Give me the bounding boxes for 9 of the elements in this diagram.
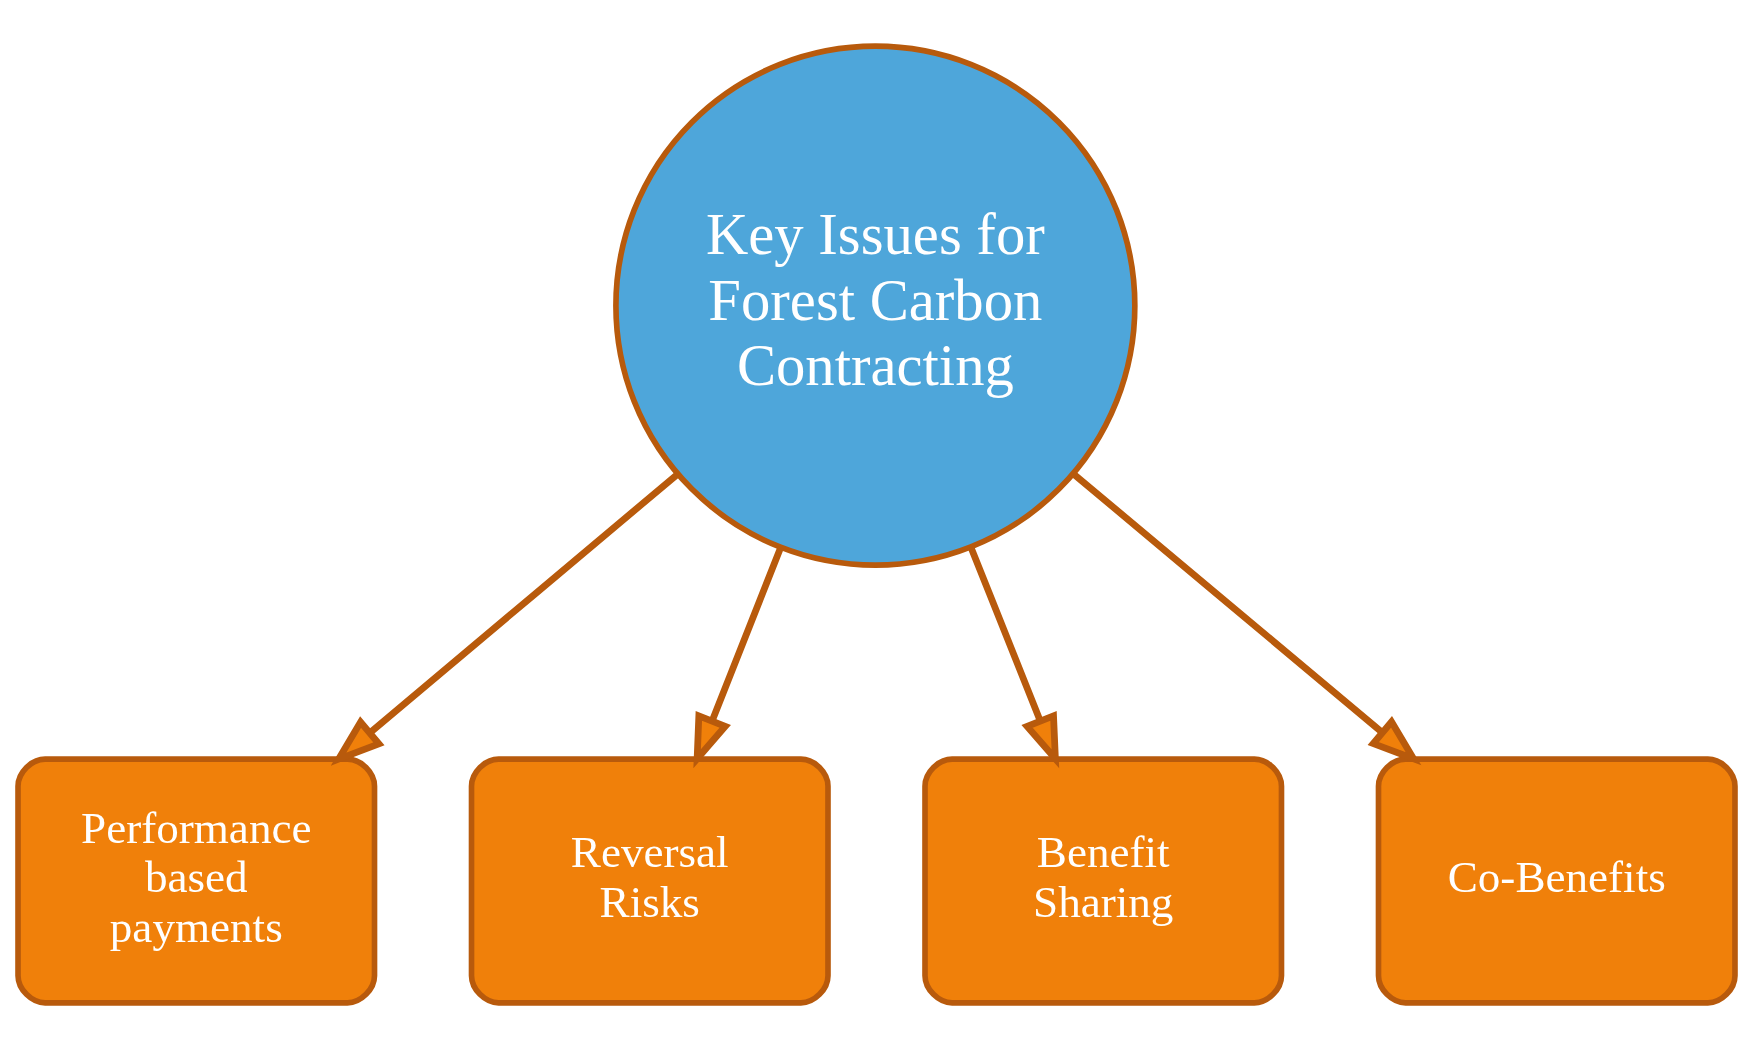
arrow xyxy=(967,546,1059,769)
node-circle: Key Issues for Forest Carbon Contracting xyxy=(612,43,1138,568)
node-box: Performance based payments xyxy=(14,756,377,1006)
arrow xyxy=(330,471,679,766)
arrow xyxy=(1070,471,1421,766)
node-box: Benefit Sharing xyxy=(921,756,1284,1006)
arrow xyxy=(692,546,784,769)
node-box: Co-Benefits xyxy=(1375,756,1738,1006)
node-box: Reversal Risks xyxy=(468,756,831,1006)
